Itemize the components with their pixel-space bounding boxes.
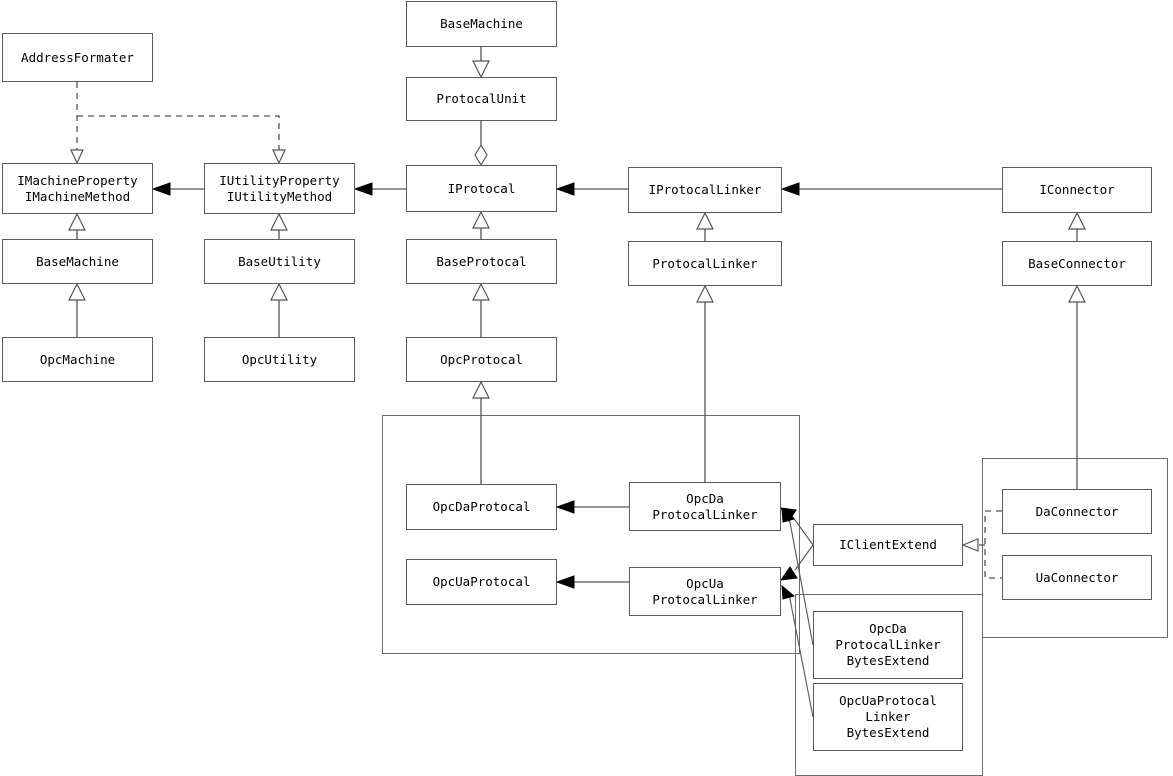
class-box-iUtilityProperty[interactable]: IUtilityProperty IUtilityMethod	[204, 163, 355, 214]
class-box-opcDaProtocal[interactable]: OpcDaProtocal	[406, 484, 557, 530]
class-box-daConnector[interactable]: DaConnector	[1002, 489, 1152, 534]
class-box-baseProtocal[interactable]: BaseProtocal	[406, 239, 557, 284]
group-connector-container	[982, 458, 1168, 638]
class-box-baseMachine[interactable]: BaseMachine	[2, 239, 153, 284]
class-box-iProtocalLinker[interactable]: IProtocalLinker	[628, 167, 782, 213]
class-box-opcDaLinkerBytesExtend[interactable]: OpcDa ProtocalLinker BytesExtend	[813, 611, 963, 679]
class-box-opcMachine[interactable]: OpcMachine	[2, 337, 153, 382]
class-box-opcUaProtocal[interactable]: OpcUaProtocal	[406, 559, 557, 605]
class-box-uaConnector[interactable]: UaConnector	[1002, 555, 1152, 600]
class-box-baseUtility[interactable]: BaseUtility	[204, 239, 355, 284]
class-box-iMachineProperty[interactable]: IMachineProperty IMachineMethod	[2, 163, 153, 214]
class-box-iProtocal[interactable]: IProtocal	[406, 165, 557, 212]
class-box-baseMachineTop[interactable]: BaseMachine	[406, 1, 557, 47]
class-box-protocalLinker[interactable]: ProtocalLinker	[628, 241, 782, 286]
class-box-opcUaLinkerBytesExtend[interactable]: OpcUaProtocal Linker BytesExtend	[813, 683, 963, 751]
class-box-protocalUnit[interactable]: ProtocalUnit	[406, 77, 557, 121]
class-box-addressFormater[interactable]: AddressFormater	[2, 33, 153, 82]
class-box-opcUaProtocalLinker[interactable]: OpcUa ProtocalLinker	[629, 567, 781, 616]
class-box-opcUtility[interactable]: OpcUtility	[204, 337, 355, 382]
group-protocal-container	[382, 415, 800, 654]
class-box-baseConnector[interactable]: BaseConnector	[1002, 241, 1152, 286]
class-box-iClientExtend[interactable]: IClientExtend	[813, 524, 963, 566]
class-box-opcDaProtocalLinker[interactable]: OpcDa ProtocalLinker	[629, 482, 781, 531]
class-box-opcProtocal[interactable]: OpcProtocal	[406, 337, 557, 382]
class-box-iConnector[interactable]: IConnector	[1002, 167, 1152, 213]
